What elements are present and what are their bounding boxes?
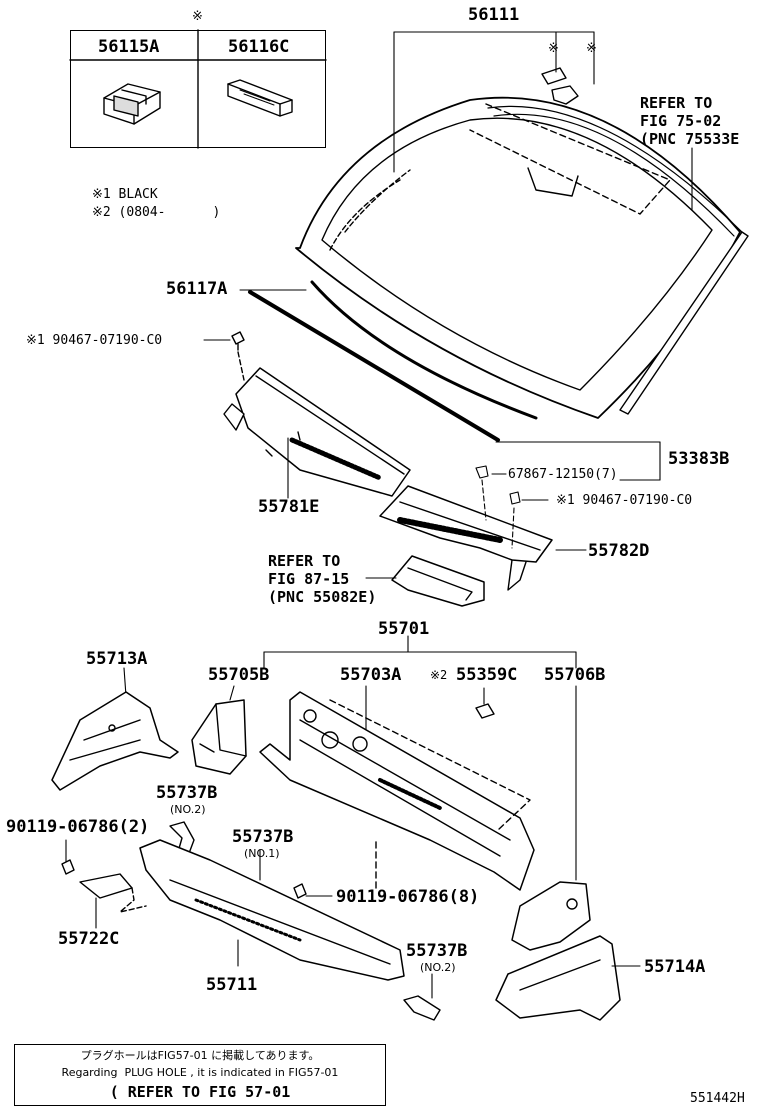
part-label-bolt-1: ※1 90467-07190-C0 (26, 333, 163, 348)
part-label-55782d: 55782D (588, 541, 650, 561)
refer-1-line-2: FIG 75-02 (640, 112, 722, 130)
part-label-90119-8: 90119-06786(8) (336, 887, 480, 907)
side-panel-55714a-part (495, 935, 641, 1021)
inset-drawings (69, 29, 327, 149)
plug-55359c-part (475, 687, 495, 719)
part-label-53383b: 53383B (668, 449, 730, 469)
windshield-glass-part (295, 67, 749, 419)
part-label-56115a: 56115A (98, 37, 160, 57)
cowl-panel-55711-part (139, 839, 405, 981)
cowl-louver-55781e-part (223, 367, 411, 499)
side-panel-55713a-part (51, 691, 179, 791)
note-refer: ( REFER TO FIG 57-01 (109, 1083, 291, 1101)
marker-2: ※ (586, 41, 597, 56)
part-label-55706b: 55706B (544, 665, 606, 685)
refer-2-line-3: (PNC 55082E) (268, 588, 377, 606)
cowl-top-55703a-part (259, 691, 535, 891)
part-label-67867: 67867-12150(7) (508, 467, 618, 482)
part-label-55713a: 55713A (86, 649, 148, 669)
refer-1-line-3: (PNC 75533E (640, 130, 740, 148)
marker-55359c: ※2 (430, 668, 448, 682)
note-box: プラグホールはFIG57-01 に掲載してあります。 Regarding PLU… (14, 1044, 386, 1106)
marker-1: ※ (548, 41, 559, 56)
part-note-no2-2: (NO.2) (420, 961, 456, 974)
part-label-56116c: 56116C (228, 37, 290, 57)
inset-marker: ※ (192, 9, 203, 24)
clip-55737b-parts (169, 821, 441, 1021)
bracket-55722c-part (61, 839, 333, 929)
part-label-bolt-2: ※1 90467-07190-C0 (556, 493, 693, 508)
part-label-55737b-1: 55737B (156, 783, 218, 803)
part-label-55705b: 55705B (208, 665, 270, 685)
part-label-55781e: 55781E (258, 497, 320, 517)
bracket-55705b-part (191, 699, 247, 775)
inset-box (70, 30, 326, 148)
part-label-55359c: 55359C (456, 665, 518, 685)
bracket-55706b-part (511, 881, 591, 951)
figure-id: 551442H (690, 1091, 745, 1106)
cowl-louver-55782d-part (379, 485, 587, 591)
note-english: Regarding PLUG HOLE , it is indicated in… (61, 1066, 339, 1079)
part-label-55711: 55711 (206, 975, 258, 995)
part-label-90119-2: 90119-06786(2) (6, 817, 150, 837)
part-label-55701: 55701 (378, 619, 430, 639)
strip-56116c-part (227, 79, 293, 117)
clip-56115a-part (103, 83, 161, 125)
legend-line-1: ※1 BLACK (92, 187, 158, 202)
part-label-55722c: 55722C (58, 929, 120, 949)
note-japanese: プラグホールはFIG57-01 に掲載してあります。 (80, 1049, 320, 1062)
part-note-no1: (NO.1) (244, 847, 280, 860)
leader-lines-top (393, 31, 693, 211)
part-label-55737b-3: 55737B (406, 941, 468, 961)
weatherstrip-56117a-part (239, 280, 538, 442)
part-label-55703a: 55703A (340, 665, 402, 685)
part-note-no2-1: (NO.2) (170, 803, 206, 816)
part-label-55737b-2: 55737B (232, 827, 294, 847)
refer-2-line-1: REFER TO (268, 552, 341, 570)
leader-lines-53383b (475, 441, 661, 549)
refer-1-line-1: REFER TO (640, 94, 713, 112)
refer-2-line-2: FIG 87-15 (268, 570, 350, 588)
ventilator-part (365, 555, 485, 607)
legend-line-2: ※2 (0804- ) (92, 205, 221, 220)
bolt-90467-part (203, 331, 245, 381)
part-label-55714a: 55714A (644, 957, 706, 977)
part-label-56117a: 56117A (166, 279, 228, 299)
part-label-56111: 56111 (468, 5, 520, 25)
